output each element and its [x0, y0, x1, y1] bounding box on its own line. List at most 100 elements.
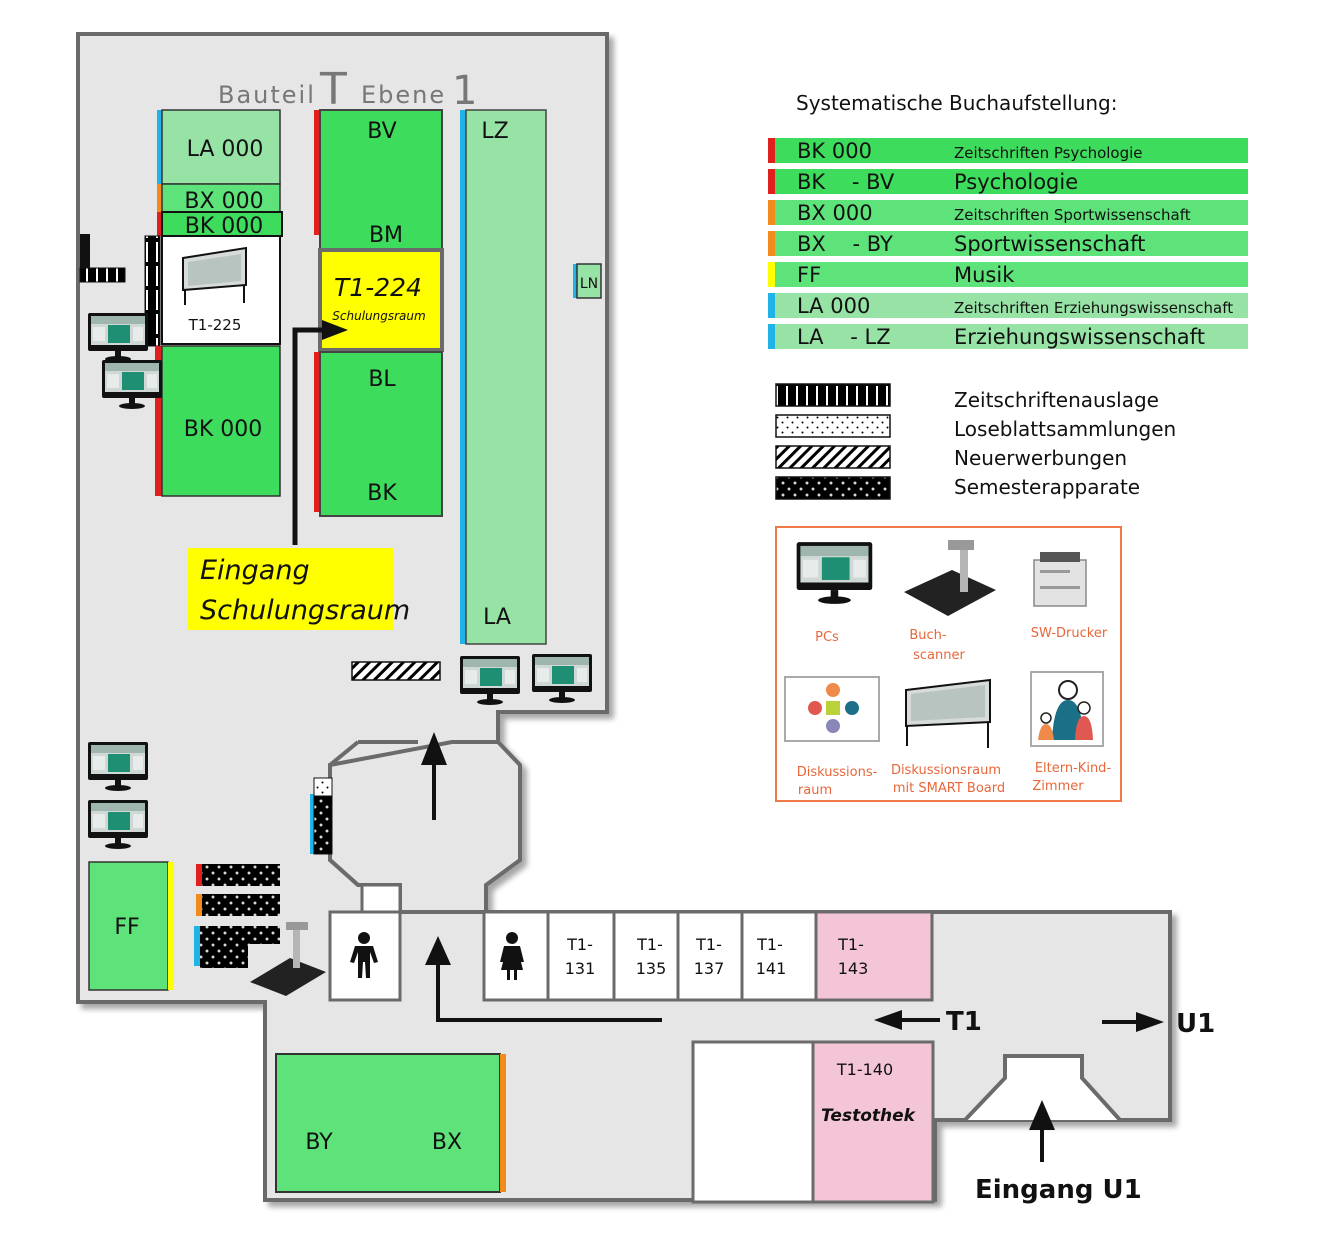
legend-row-color-bar — [768, 138, 775, 163]
legend-row-color-bar — [768, 262, 775, 287]
legend-icon-smart-label-1: Diskussionsraum — [891, 763, 1001, 778]
room-t1-141-label-b: 141 — [756, 959, 787, 978]
room-t1-135-label-a: T1- — [636, 935, 663, 954]
shelf-lz-la — [465, 109, 547, 645]
legend-row-label: Musik — [954, 263, 1015, 287]
room-t1-135 — [612, 910, 680, 1002]
shelf-bk000 — [161, 345, 281, 497]
title-part-t: T — [319, 64, 347, 115]
legend-row-label: Sportwissenschaft — [954, 232, 1145, 256]
semester-apparatus-la — [200, 926, 280, 968]
smartboard-room-icon — [905, 678, 991, 748]
legend-row-label: Zeitschriften Erziehungswissenschaft — [954, 299, 1233, 317]
legend-row-background — [775, 324, 1248, 349]
shelf-la000-label: LA 000 — [187, 137, 264, 162]
semester-apparatus-bx — [202, 894, 280, 916]
legend-pattern-semester: Semesterapparate — [954, 475, 1140, 499]
room-t1-143-label-a: T1- — [837, 935, 864, 954]
shelf-ff-label: FF — [114, 915, 139, 940]
shelf-la-label: LA — [483, 605, 511, 630]
shelf-bk-label: BK — [367, 481, 397, 506]
small-room — [360, 883, 402, 915]
parent-child-room-icon — [1030, 671, 1104, 747]
legend-row-label: Erziehungswissenschaft — [954, 325, 1205, 349]
room-t1-131-label-b: 131 — [565, 959, 596, 978]
room-t1-135-label-b: 135 — [636, 959, 667, 978]
legend-row-background — [775, 200, 1248, 225]
legend-row-background — [775, 262, 1248, 287]
entrance-training-line1: Eingang — [200, 555, 310, 586]
shelf-lz-label: LZ — [481, 119, 508, 144]
semester-apparatus-bk — [202, 864, 280, 886]
legend-row-code: BX 000 — [797, 201, 873, 225]
book-scanner-icon — [904, 540, 996, 616]
shelf-by-label: BY — [305, 1130, 333, 1155]
direction-u1-label: U1 — [1176, 1009, 1215, 1039]
legend-icon-scanner-label-2: scanner — [913, 648, 965, 663]
legend-swatch-semester — [775, 476, 891, 500]
new-acquisitions-shelf — [351, 661, 441, 681]
shelf-bk000-small — [161, 211, 283, 237]
legend-row-code: BK - BV — [797, 170, 895, 194]
entrance-training-line2: Schulungsraum — [200, 595, 410, 626]
room-t1-137-label-a: T1- — [695, 935, 722, 954]
shelf-bv-label: BV — [367, 119, 396, 144]
legend-icon-scanner-label-1: Buch- — [909, 628, 947, 643]
room-blank — [691, 1040, 815, 1204]
smartboard-icon — [182, 246, 247, 305]
entrance-training-label-box — [188, 548, 393, 630]
legend-row-background — [775, 293, 1248, 318]
printer-icon — [1033, 552, 1087, 607]
room-t1-140 — [811, 1040, 935, 1204]
legend-icon-discussion-label-2: raum — [798, 783, 832, 798]
room-t1-131 — [546, 910, 616, 1002]
legend-row-color-bar — [768, 169, 775, 194]
legend-pattern-loose-leaf: Loseblattsammlungen — [954, 417, 1176, 441]
periodicals-display-vertical — [144, 235, 161, 347]
shelf-bl-bk — [319, 351, 443, 517]
room-t1-225-label: T1-225 — [188, 316, 242, 334]
room-t1-137-label-b: 137 — [694, 959, 725, 978]
legend-row-color-bar — [768, 293, 775, 318]
room-t1-140-label: T1-140 — [836, 1060, 893, 1079]
legend-row-code: LA 000 — [797, 294, 870, 318]
periodicals-display-corner — [79, 234, 126, 283]
discussion-room-icon — [784, 676, 880, 742]
legend-icon-printer-label: SW-Drucker — [1031, 626, 1108, 641]
legend-row-label: Psychologie — [954, 170, 1078, 194]
shelf-ln — [576, 263, 602, 299]
legend-swatch-loose-leaf — [775, 414, 891, 438]
shelf-by-bx — [275, 1053, 501, 1193]
entrance-u1-label: Eingang U1 — [975, 1175, 1142, 1205]
shelf-ff — [88, 861, 169, 991]
room-t1-143 — [814, 910, 934, 1002]
title-part-bauteil: Bauteil — [218, 81, 316, 109]
legend-row-label: Zeitschriften Sportwissenschaft — [954, 206, 1191, 224]
room-t1-224-label: T1-224 — [334, 273, 422, 302]
legend-icon-discussion-label-1: Diskussions- — [797, 765, 878, 780]
legend-row-code: BK 000 — [797, 139, 872, 163]
shelf-ln-label: LN — [580, 276, 598, 292]
legend-classification-list: BK 000 Zeitschriften Psychologie BK - BV Ps… — [768, 138, 1248, 349]
room-t1-141-label-a: T1- — [756, 935, 783, 954]
legend-row-color-bar — [768, 231, 775, 256]
legend-heading: Systematische Buchaufstellung: — [796, 91, 1118, 115]
shelf-bm-label: BM — [369, 223, 403, 248]
shelf-bx000-label: BX 000 — [184, 189, 263, 214]
man-icon — [350, 932, 378, 978]
legend-row-code: BX - BY — [797, 232, 893, 256]
room-t1-140-subtitle: Testothek — [821, 1106, 917, 1126]
room-t1-137 — [676, 910, 744, 1002]
entrance-u1-notch — [935, 1054, 1170, 1122]
legend-row-code: LA - LZ — [797, 325, 891, 349]
legend-row-label: Zeitschriften Psychologie — [954, 144, 1143, 162]
title-part-1: 1 — [452, 68, 477, 114]
shelf-bl-label: BL — [368, 367, 396, 392]
route-arrow-training — [292, 327, 330, 545]
shelf-bk000-label: BK 000 — [184, 417, 263, 442]
legend-pattern-periodicals: Zeitschriftenauslage — [954, 388, 1159, 412]
legend-row-background — [775, 138, 1248, 163]
loose-leaf-shelf — [313, 777, 333, 797]
floor-title: Bauteil T Ebene 1 — [218, 64, 477, 115]
legend-row-background — [775, 169, 1248, 194]
